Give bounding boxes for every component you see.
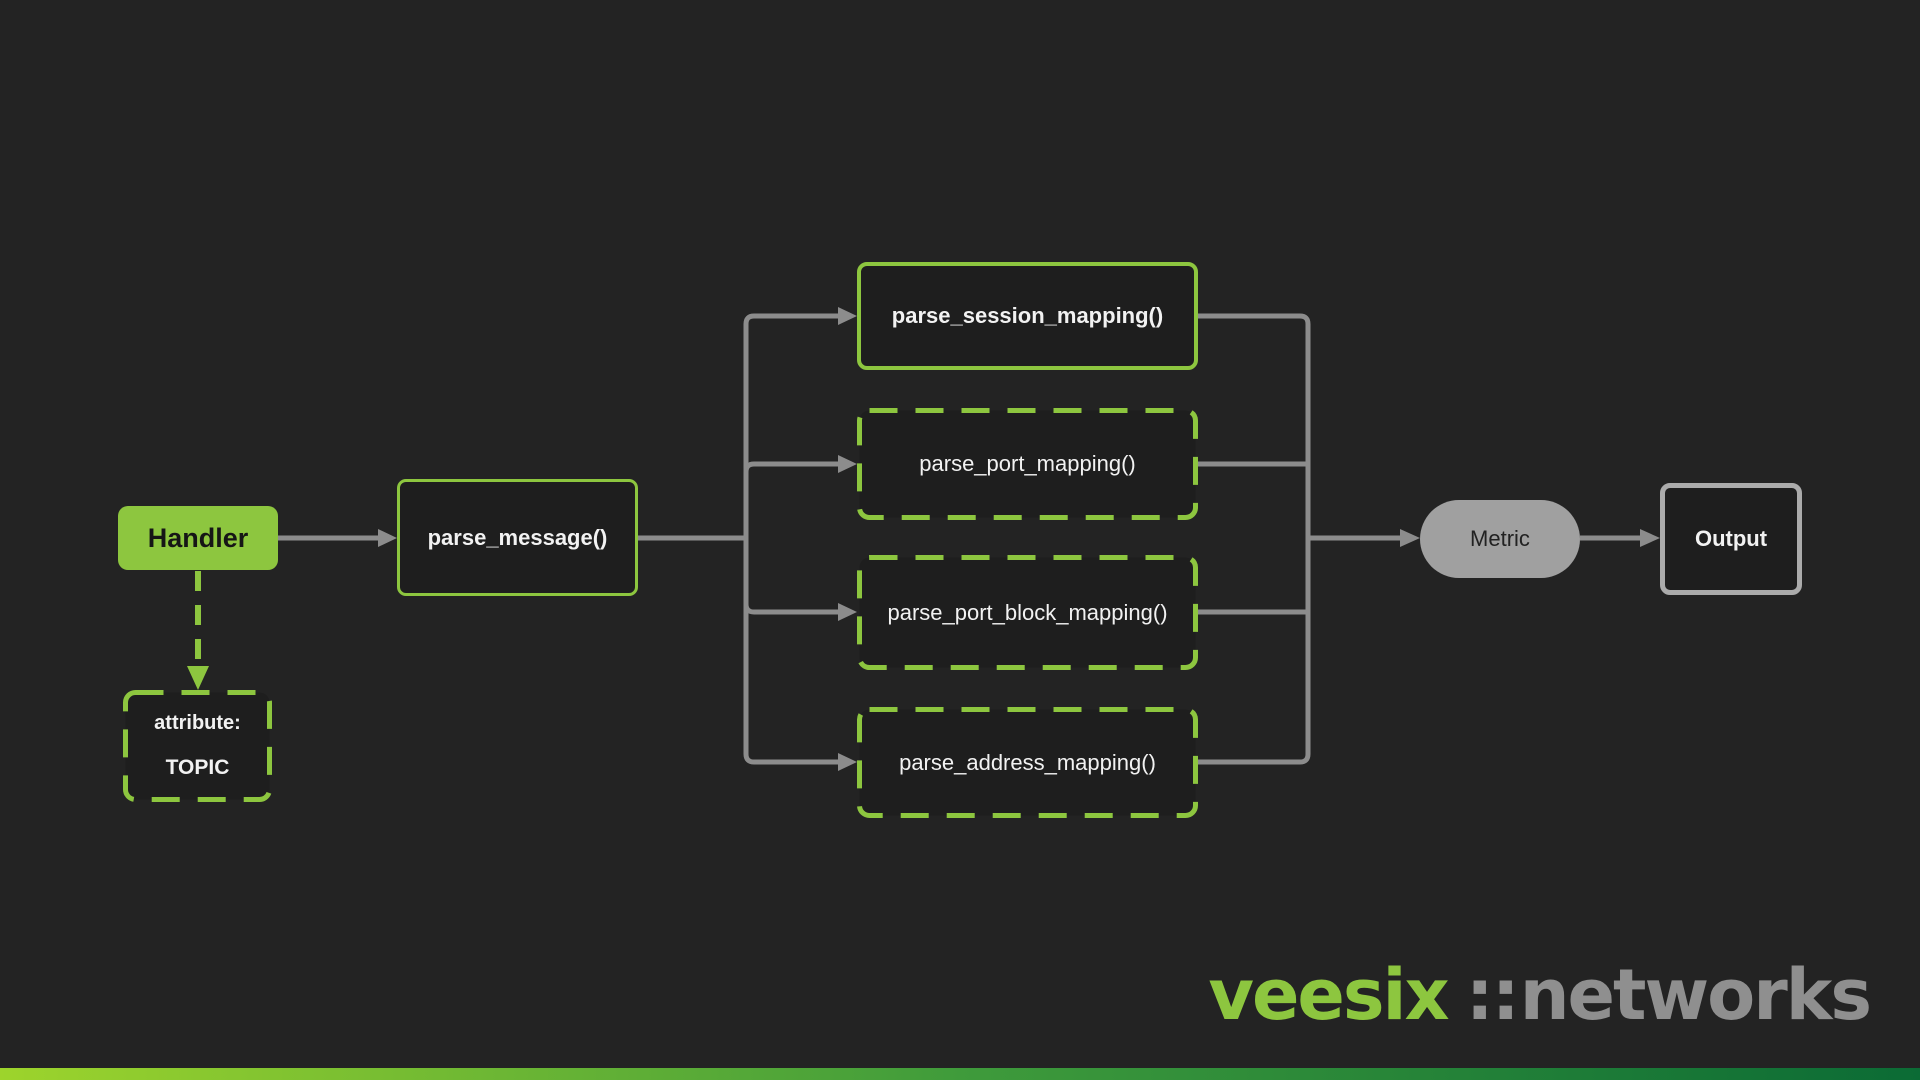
connector-merge-session [1198,313,1311,538]
green-dashed-connector [187,571,209,690]
border-parse-port-block-box [857,555,1198,670]
node-parse-address-mapping: parse_address_mapping() [899,749,1156,775]
node-parse-port-mapping: parse_port_mapping() [919,451,1136,476]
arrowhead-address [838,753,857,771]
node-parse-message: parse_message() [397,479,638,596]
border-parse-address-box [857,707,1198,818]
node-attribute-topic: attribute: TOPIC [123,690,272,802]
gray-connectors [278,313,1640,765]
logo-separator-icon: :: [1465,954,1520,1036]
arrowhead-metric [1400,529,1420,547]
connector-branch-port [743,461,838,538]
node-handler: Handler [118,506,278,570]
arrowhead-attribute [187,666,209,690]
node-parse-session-mapping: parse_session_mapping() [857,262,1198,370]
border-parse-port-box [857,408,1198,520]
border-attribute-box [123,690,272,802]
node-parse-port-block-mapping: parse_port_block_mapping() [887,599,1168,625]
arrowhead-port-block [838,603,857,621]
logo-veesix: veesix [1208,954,1449,1036]
arrowhead-parse-message [378,529,397,547]
connector-merge-address [1198,538,1311,765]
arrowhead-output [1640,529,1660,547]
logo-networks: networks [1519,954,1872,1036]
dashed-node-borders [123,408,1198,818]
node-metric: Metric [1420,500,1580,578]
brand-logo: veesix::networks [1208,960,1872,1030]
bottom-gradient-bar [0,1068,1920,1080]
connector-branch-address [743,538,838,765]
connector-branch-session [743,313,838,538]
attribute-topic-value: TOPIC [165,756,230,780]
node-output: Output [1660,483,1802,595]
arrowhead-session [838,307,857,325]
arrowhead-port [838,455,857,473]
connector-branch-port-block [743,538,838,615]
attribute-label: attribute: [154,711,241,734]
gray-arrowheads [378,307,1660,771]
